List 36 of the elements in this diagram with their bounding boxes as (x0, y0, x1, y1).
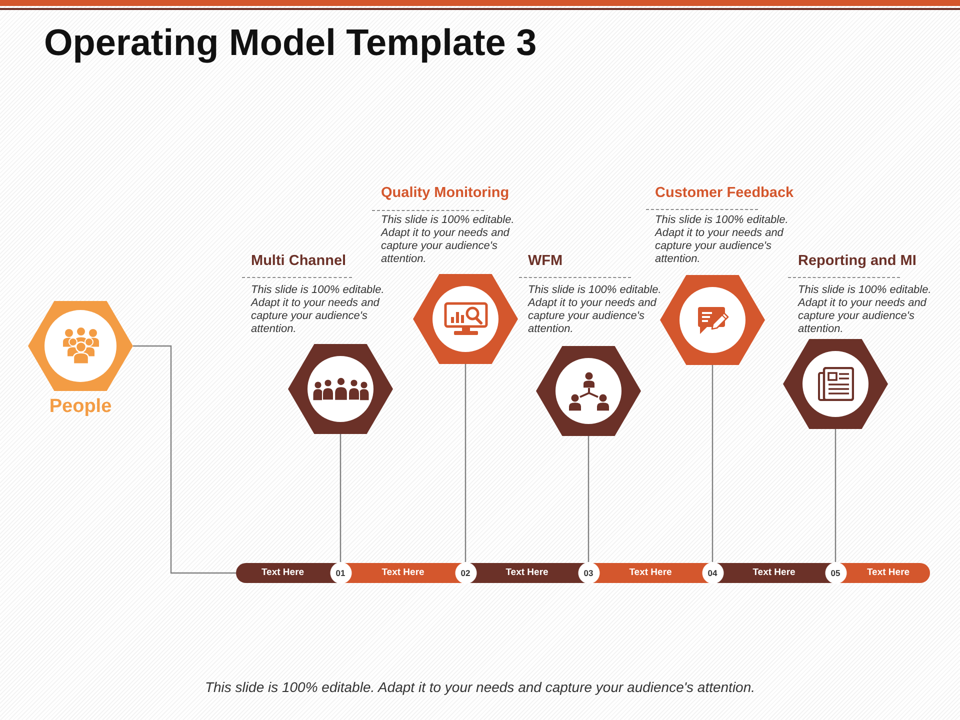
step-number: 02 (460, 568, 470, 578)
timeline-segment (352, 563, 454, 583)
slide-title: Operating Model Template 3 (44, 21, 537, 65)
section-heading: Customer Feedback (655, 184, 794, 202)
connector-line (464, 364, 466, 562)
timeline-segment (600, 563, 702, 583)
description-text: This slide is 100% editable. Adapt it to your needs and capture your audience's attention. (655, 214, 790, 266)
segment-label: Text Here (629, 567, 672, 579)
timeline-segment (236, 563, 330, 583)
timeline-segment (846, 563, 930, 583)
timeline-segment (476, 563, 578, 583)
step-number: 05 (830, 568, 840, 578)
description-text: This slide is 100% editable. Adapt it to your needs and capture your audience's attention. (528, 284, 662, 336)
step-number: 04 (708, 568, 718, 578)
segment-label: Text Here (506, 567, 548, 579)
segment-label: Text Here (752, 567, 796, 579)
segment-label: Text Here (261, 567, 304, 579)
connector-line (588, 436, 590, 562)
footer-caption: This slide is 100% editable. Adapt it to your needs and capture your audience's attention. (204, 678, 756, 696)
section-heading: Multi Channel (251, 252, 346, 270)
timeline-segment (724, 563, 824, 583)
section-heading: Reporting and MI (798, 252, 916, 270)
section-heading: Quality Monitoring (381, 184, 510, 202)
segment-label: Text Here (382, 567, 424, 579)
section-heading: WFM (528, 252, 563, 270)
description-text: This slide is 100% editable. Adapt it to your needs and capture your audience's attention. (381, 214, 516, 266)
connector-line (133, 345, 236, 574)
description-text: This slide is 100% editable. Adapt it to your needs and capture your audience's attention. (798, 284, 932, 336)
step-number: 01 (336, 568, 346, 578)
description-text: This slide is 100% editable. Adapt it to your needs and capture your audience's attention. (251, 284, 386, 336)
connector-line (834, 429, 836, 562)
connector-line (712, 365, 714, 562)
segment-label: Text Here (866, 567, 910, 579)
connector-line (340, 434, 342, 562)
category-title: People (49, 396, 112, 418)
step-number: 03 (584, 568, 594, 578)
